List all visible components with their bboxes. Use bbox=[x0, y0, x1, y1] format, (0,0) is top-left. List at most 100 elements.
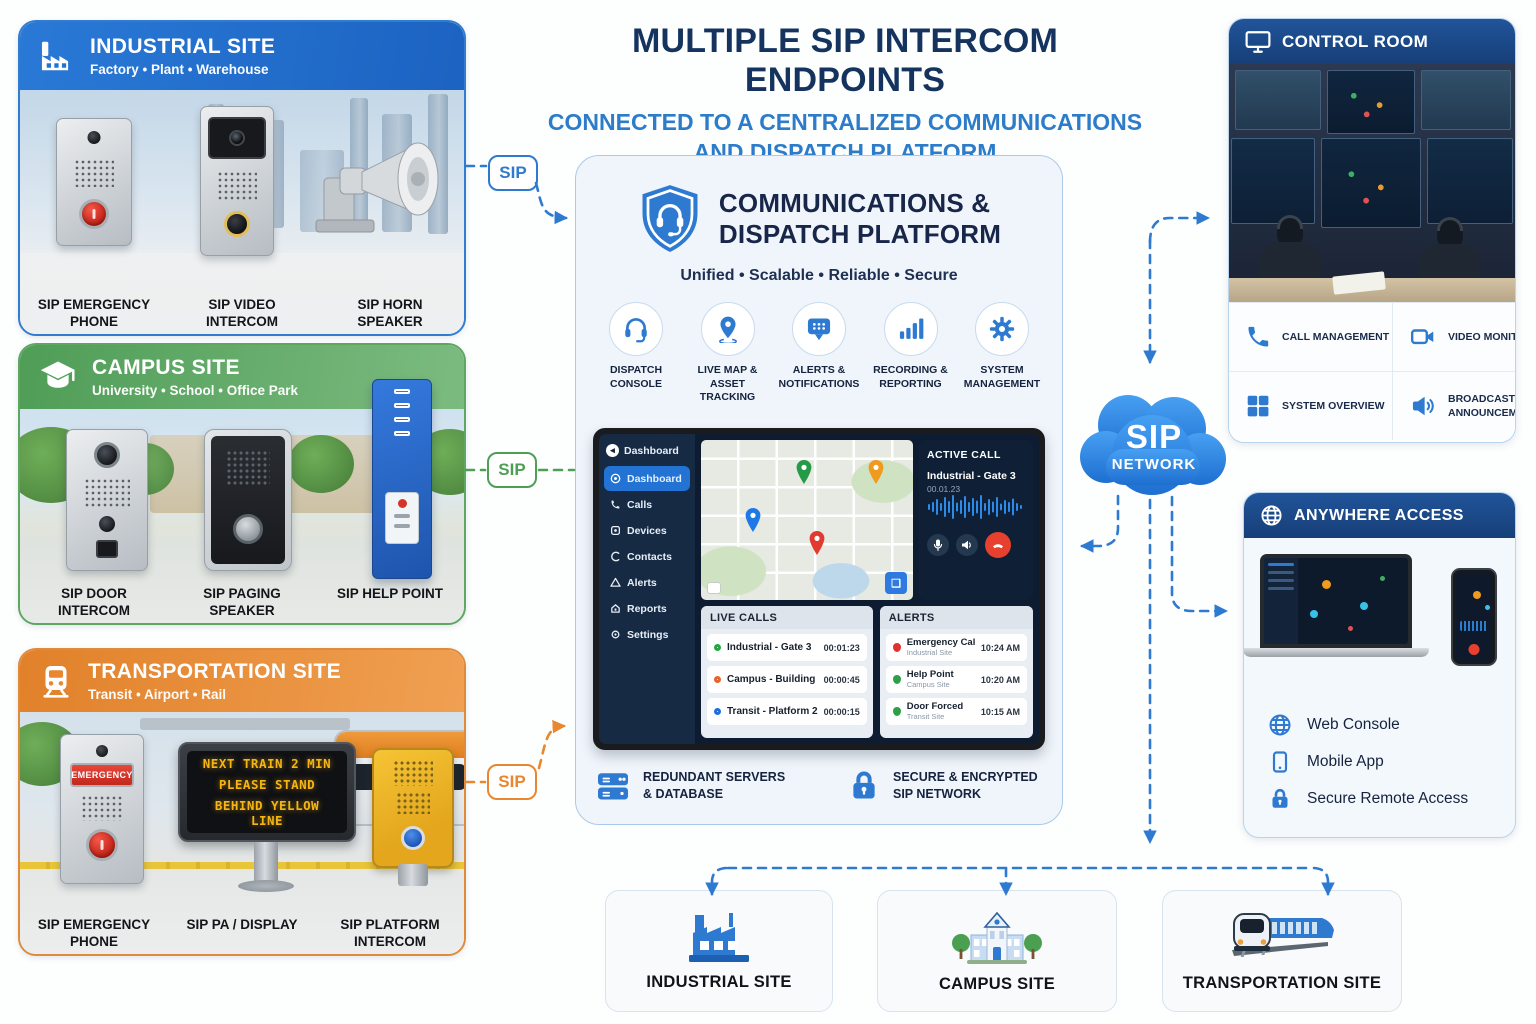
platform-title-line1: COMMUNICATIONS & bbox=[718, 188, 991, 219]
sip-badge-campus: SIP bbox=[487, 452, 537, 488]
live-call-row[interactable]: Campus - Building A 00:00:45 bbox=[707, 666, 867, 693]
alerts-panel: ALERTS Emergency Call Industrial Site 10… bbox=[879, 606, 1033, 738]
platform-header: COMMUNICATIONS & DISPATCH PLATFORM bbox=[576, 182, 1062, 256]
live-map[interactable]: ❏ bbox=[701, 440, 913, 600]
dispatch-platform-panel: COMMUNICATIONS & DISPATCH PLATFORM Unifi… bbox=[575, 155, 1063, 825]
phone-waveform bbox=[1460, 621, 1488, 631]
campus-site-header-text: CAMPUS SITE University • School • Office… bbox=[92, 356, 298, 397]
map-dot-red bbox=[1348, 626, 1353, 631]
operator-body bbox=[1259, 242, 1321, 284]
operator-headset bbox=[1277, 215, 1303, 229]
phone-dashboard bbox=[1456, 573, 1492, 661]
headset-icon bbox=[609, 302, 663, 356]
alert-text: Emergency Call Industrial Site bbox=[907, 638, 975, 657]
alert-site: Transit Site bbox=[906, 711, 945, 721]
gear-icon bbox=[975, 302, 1029, 356]
device-speaker-grille bbox=[393, 760, 433, 786]
device-label: SIP PAGING SPEAKER bbox=[203, 586, 281, 618]
live-call-row[interactable]: Industrial - Gate 3 00:01:23 bbox=[707, 634, 867, 661]
redundant-servers-item: REDUNDANT SERVERS & DATABASE bbox=[595, 768, 793, 804]
app-logo-icon: ◂ bbox=[606, 444, 619, 457]
map-dot-cyan bbox=[1360, 602, 1368, 610]
laptop-graphic bbox=[1244, 554, 1429, 657]
platform-tagline: Unified • Scalable • Reliable • Secure bbox=[680, 267, 958, 284]
alert-status-dot bbox=[892, 707, 901, 716]
map-layers-button[interactable]: ❏ bbox=[885, 572, 907, 594]
bottom-campus-site-card: CAMPUS SITE bbox=[877, 890, 1117, 1012]
operator-silhouette bbox=[1259, 215, 1321, 284]
sidebar-item-contacts[interactable]: Contacts bbox=[604, 544, 690, 569]
feature-system-mgmt: SYSTEM MANAGEMENT bbox=[958, 302, 1046, 405]
device-label: SIP HORN SPEAKER bbox=[357, 297, 423, 329]
feature-label: LIVE MAP & ASSET TRACKING bbox=[697, 364, 758, 404]
dashboard-bottom-row: LIVE CALLS Industrial - Gate 3 00:01:23 … bbox=[701, 606, 1033, 738]
device-keypad-button bbox=[96, 540, 118, 558]
call-time: 00:00:15 bbox=[823, 706, 860, 717]
page-subtitle-line1: CONNECTED TO A CENTRALIZED COMMUNICATION… bbox=[547, 109, 1143, 135]
sip-horn-speaker-device bbox=[306, 120, 456, 242]
platform-title: COMMUNICATIONS & DISPATCH PLATFORM bbox=[719, 188, 1001, 249]
feature-system-overview: SYSTEM OVERVIEW bbox=[1229, 371, 1392, 440]
map-dot-orange bbox=[1322, 580, 1331, 589]
device-speaker-grille bbox=[396, 792, 430, 814]
mute-mic-button[interactable] bbox=[927, 534, 949, 556]
paging-speaker-face bbox=[211, 436, 285, 564]
gear-icon bbox=[611, 630, 620, 639]
megaphone-icon bbox=[1412, 396, 1434, 416]
alerts-title: ALERTS bbox=[879, 606, 1033, 629]
industrial-site-subtitle: Factory • Plant • Warehouse bbox=[90, 61, 269, 77]
alert-site: Industrial Site bbox=[906, 647, 953, 657]
control-room-panel: CONTROL ROOM CALL bbox=[1228, 18, 1516, 443]
active-call-title: ACTIVE CALL bbox=[927, 449, 1001, 461]
alert-row[interactable]: Emergency Call Industrial Site 10:24 AM bbox=[885, 634, 1027, 661]
video-camera-icon bbox=[1410, 329, 1434, 345]
display-line-1: NEXT TRAIN 2 MIN bbox=[202, 756, 332, 771]
speaker-button[interactable] bbox=[956, 534, 978, 556]
sidebar-item-alerts[interactable]: Alerts bbox=[604, 570, 690, 595]
device-label: SIP DOOR INTERCOM bbox=[58, 586, 130, 618]
transportation-site-title: TRANSPORTATION SITE bbox=[88, 660, 341, 684]
sidebar-item-devices[interactable]: Devices bbox=[604, 518, 690, 543]
shield-headset-icon bbox=[637, 182, 703, 256]
bottom-transportation-site-card: TRANSPORTATION SITE bbox=[1162, 890, 1402, 1012]
campus-site-card: CAMPUS SITE University • School • Office… bbox=[18, 343, 466, 625]
live-call-row[interactable]: Transit - Platform 2 00:00:15 bbox=[707, 698, 867, 725]
workstation-monitor bbox=[1427, 138, 1513, 224]
call-name: Industrial - Gate 3 bbox=[727, 642, 812, 653]
active-call-name: Industrial - Gate 3 bbox=[927, 470, 1016, 482]
wire-transport-to-platform bbox=[537, 719, 567, 770]
device-camera bbox=[96, 745, 108, 757]
app-name: Dashboard bbox=[624, 444, 679, 457]
sip-emergency-phone-device bbox=[56, 118, 132, 246]
laptop-dashboard bbox=[1264, 558, 1408, 644]
mobile-app-item: Mobile App bbox=[1268, 743, 1515, 780]
campus-site-title: CAMPUS SITE bbox=[92, 356, 240, 380]
phone-end-call-button bbox=[1468, 644, 1480, 655]
end-call-button[interactable] bbox=[985, 532, 1011, 558]
sidebar-item-calls[interactable]: Calls bbox=[604, 492, 690, 517]
industrial-site-header-text: INDUSTRIAL SITE Factory • Plant • Wareho… bbox=[90, 35, 275, 76]
train-icon bbox=[38, 663, 74, 699]
sidebar-item-reports[interactable]: Reports bbox=[604, 596, 690, 621]
call-status-dot bbox=[714, 644, 721, 651]
platform-features-row: DISPATCH CONSOLE LIVE MAP & ASSET TRACKI… bbox=[576, 302, 1062, 405]
operator-silhouette bbox=[1419, 217, 1481, 286]
alert-row[interactable]: Help Point Campus Site 10:20 AM bbox=[885, 666, 1027, 693]
sidebar-item-dashboard[interactable]: Dashboard bbox=[604, 466, 690, 491]
sidebar-line bbox=[1268, 579, 1294, 582]
page-subtitle: CONNECTED TO A CENTRALIZED COMMUNICATION… bbox=[535, 108, 1155, 168]
feature-label: SYSTEM OVERVIEW bbox=[1282, 399, 1385, 412]
help-point-call-panel bbox=[385, 492, 419, 544]
alert-triangle-icon bbox=[610, 577, 621, 587]
control-room-header: CONTROL ROOM bbox=[1229, 19, 1515, 64]
campus-site-photo: SIP DOOR INTERCOM SIP PAGING SPEAKER SIP… bbox=[20, 379, 464, 623]
dashboard-top-row: ❏ ACTIVE CALL Industrial - Gate 3 00.01.… bbox=[695, 434, 1039, 606]
alert-status-dot bbox=[892, 643, 901, 652]
device-call-button bbox=[224, 211, 250, 237]
device-label: SIP PLATFORM INTERCOM bbox=[340, 917, 440, 949]
alert-row[interactable]: Door Forced Transit Site 10:15 AM bbox=[885, 698, 1027, 725]
sip-door-intercom-device bbox=[66, 429, 148, 571]
sidebar-item-settings[interactable]: Settings bbox=[604, 622, 690, 647]
operator-headset bbox=[1437, 217, 1463, 231]
